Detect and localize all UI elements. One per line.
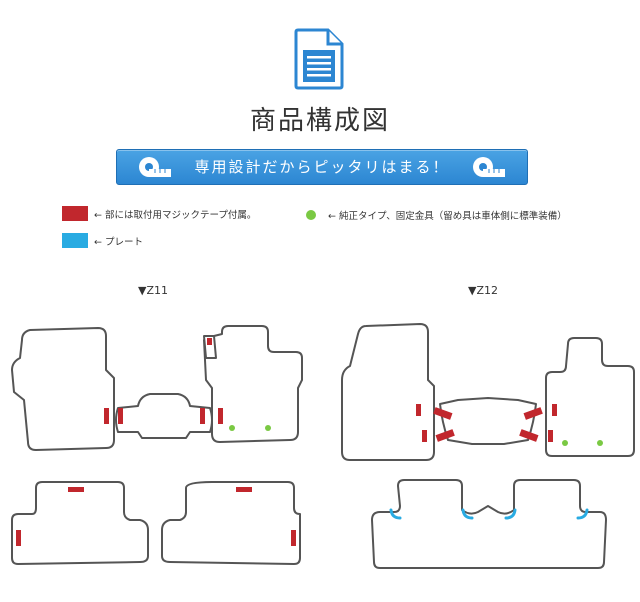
tape-marker — [548, 430, 553, 442]
tape-marker — [552, 404, 557, 416]
mat-layout-diagram — [11, 323, 635, 569]
tape-marker — [523, 407, 543, 420]
fixing-hooks — [229, 425, 603, 446]
z12-center-mat — [439, 397, 537, 445]
tape-marker — [435, 429, 455, 442]
plate — [389, 508, 402, 520]
legend-blue-text: ← プレート — [94, 236, 143, 248]
tape-marker — [200, 408, 205, 424]
z11-driver-mat — [11, 327, 115, 451]
tape-marker — [422, 430, 427, 442]
green-dot — [306, 210, 316, 220]
tape-marker — [16, 530, 21, 546]
tape-measure-icon — [473, 157, 505, 177]
document-icon — [294, 28, 344, 90]
tape-marker — [218, 408, 223, 424]
hook-dot — [265, 425, 271, 431]
plate — [504, 508, 517, 520]
plate — [576, 508, 589, 520]
tape-marker — [68, 487, 84, 492]
legend-red-text: ← 部には取付用マジックテープ付属。 — [94, 209, 257, 221]
z11-rear-right-mat — [161, 481, 301, 565]
plate — [461, 508, 474, 520]
legend-green: ← 純正タイプ、固定金具（留め具は車体側に標準装備） — [306, 208, 567, 222]
tape-marker — [104, 408, 109, 424]
tape-measure-icon — [139, 157, 171, 177]
z12-driver-mat — [341, 323, 435, 461]
z12-passenger-mat — [545, 337, 635, 457]
legend-green-text: ← 純正タイプ、固定金具（留め具は車体側に標準装備） — [328, 211, 567, 222]
page-title: 商品構成図 — [249, 106, 390, 136]
tape-marker — [416, 404, 421, 416]
hook-dot — [562, 440, 568, 446]
legend-blue: ← プレート — [62, 233, 143, 248]
model-label-z11: ▼Z11 — [138, 284, 168, 297]
tape-marker — [207, 338, 212, 345]
blue-swatch — [62, 233, 88, 248]
feature-banner: 専用設計だからピッタリはまる！ — [116, 149, 528, 185]
tape-marker — [519, 429, 539, 442]
banner-text: 専用設計だからピッタリはまる！ — [194, 158, 450, 176]
tape-marker — [118, 408, 123, 424]
z11-center-mat — [115, 393, 213, 439]
z11-passenger-mat — [203, 325, 303, 443]
legend-red: ← 部には取付用マジックテープ付属。 — [62, 206, 256, 221]
tape-markers — [16, 338, 557, 546]
z12-rear-mat — [371, 479, 607, 569]
tape-marker — [236, 487, 252, 492]
plates — [389, 508, 589, 520]
model-label-z12: ▼Z12 — [468, 284, 498, 297]
tape-marker — [291, 530, 296, 546]
z11-rear-left-mat — [11, 481, 149, 565]
hook-dot — [229, 425, 235, 431]
hook-dot — [597, 440, 603, 446]
tape-marker — [433, 407, 453, 420]
red-swatch — [62, 206, 88, 221]
